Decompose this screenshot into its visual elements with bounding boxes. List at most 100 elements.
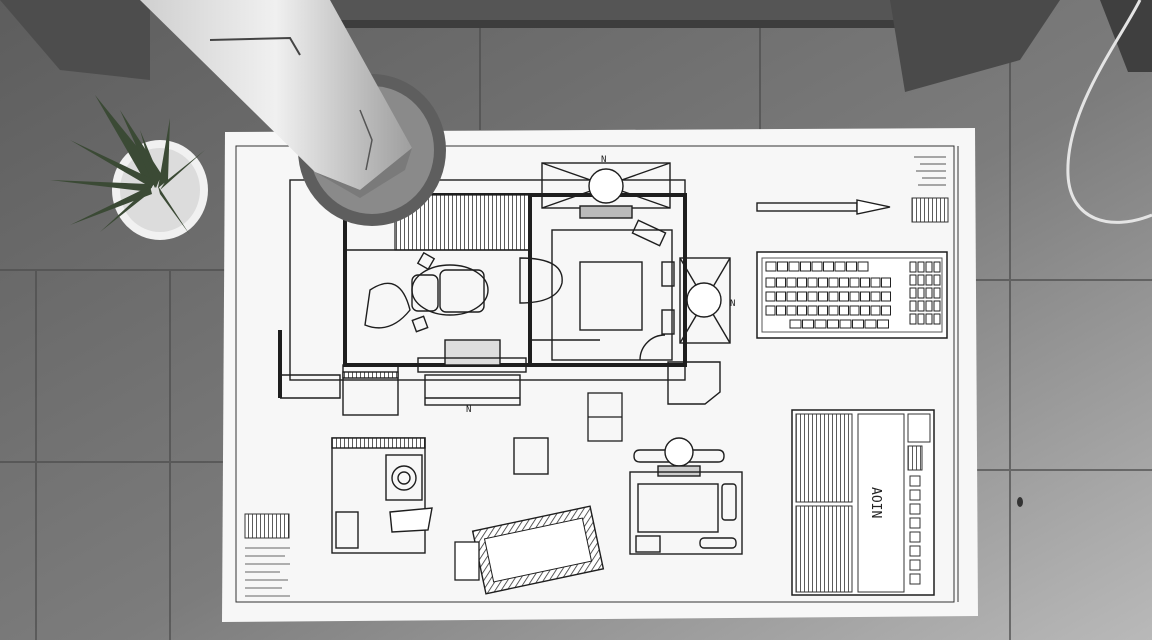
numpad-key <box>933 261 941 273</box>
keycap <box>828 305 839 316</box>
numpad-key <box>909 261 917 273</box>
kitchen-plan <box>331 437 433 554</box>
keycap <box>881 305 891 316</box>
panel-button <box>909 475 921 487</box>
keycap <box>827 319 839 329</box>
numpad-key <box>925 274 933 286</box>
keycap <box>814 319 827 329</box>
numpad-key <box>909 313 917 325</box>
keycap <box>881 291 891 302</box>
keycap <box>881 277 891 288</box>
keycap <box>877 319 889 329</box>
panel-button <box>909 489 921 501</box>
keycap <box>818 291 828 302</box>
keycap <box>852 319 864 329</box>
compass-top-label: N <box>601 155 606 165</box>
keycap <box>823 261 834 272</box>
keycap <box>849 291 860 302</box>
arrow-symbol <box>756 199 891 215</box>
rope <box>1066 0 1152 224</box>
keycap <box>860 305 870 316</box>
numpad-key <box>917 300 925 312</box>
keycap <box>834 261 846 272</box>
keycap <box>807 291 818 302</box>
east-fixture <box>679 257 731 344</box>
keycap <box>860 291 870 302</box>
legend-block <box>244 513 290 597</box>
keycap <box>776 305 786 316</box>
keycap <box>788 261 800 272</box>
numpad-key <box>917 313 925 325</box>
panel-button <box>909 545 921 557</box>
potted-plant <box>50 95 208 240</box>
compass-bottom-label: N <box>466 405 471 415</box>
panel-button <box>909 559 921 571</box>
keycap <box>776 277 786 288</box>
keycap <box>777 261 788 272</box>
keycap <box>797 305 807 316</box>
keyboard-drawing <box>756 251 948 339</box>
keycap <box>849 305 860 316</box>
numpad-key <box>917 261 925 273</box>
numpad-key <box>933 274 941 286</box>
keycap <box>839 277 849 288</box>
keycap <box>765 291 776 302</box>
panel-button <box>909 517 921 529</box>
keycap <box>789 319 802 329</box>
keycap <box>849 277 860 288</box>
keycap <box>846 261 857 272</box>
keycap <box>811 261 823 272</box>
device-plan <box>629 437 743 555</box>
square-box <box>513 437 549 475</box>
keycap <box>839 305 849 316</box>
numpad-key <box>917 287 925 299</box>
keycap <box>797 277 807 288</box>
keycap <box>818 277 828 288</box>
numpad-key <box>909 300 917 312</box>
panel-button <box>909 503 921 515</box>
north-fixture <box>541 162 671 219</box>
keycap <box>776 291 786 302</box>
keycap <box>818 305 828 316</box>
numpad-key <box>925 313 933 325</box>
panel-button <box>909 573 921 585</box>
numpad-key <box>933 287 941 299</box>
keycap <box>807 305 818 316</box>
tall-panel <box>791 409 935 596</box>
numpad-key <box>909 274 917 286</box>
panel-button <box>909 531 921 543</box>
numpad-key <box>933 300 941 312</box>
keycap <box>839 319 852 329</box>
keycap <box>765 305 776 316</box>
keycap <box>870 277 881 288</box>
keycap <box>828 291 839 302</box>
numpad-key <box>917 274 925 286</box>
hatched-legend-block <box>911 197 949 223</box>
keycap <box>786 305 797 316</box>
numpad-key <box>933 313 941 325</box>
compass-right-label: N <box>730 299 735 309</box>
keycap <box>864 319 877 329</box>
floor-tile-joints <box>0 25 1152 640</box>
keycap <box>828 277 839 288</box>
keycap <box>857 261 869 272</box>
numpad-key <box>925 287 933 299</box>
numpad-key <box>925 261 933 273</box>
concrete-column <box>140 0 446 226</box>
keycap <box>839 291 849 302</box>
keycap <box>807 277 818 288</box>
keycap <box>870 291 881 302</box>
table-symbol <box>587 392 623 442</box>
rotated-rug <box>471 505 605 595</box>
notes-top-right <box>914 156 946 186</box>
keycap <box>870 305 881 316</box>
keycap <box>802 319 814 329</box>
keycap <box>800 261 811 272</box>
keycap <box>786 277 797 288</box>
sheet-border <box>235 145 955 603</box>
numpad-key <box>909 287 917 299</box>
right-wall-corner <box>890 0 1060 92</box>
numpad-key <box>925 300 933 312</box>
